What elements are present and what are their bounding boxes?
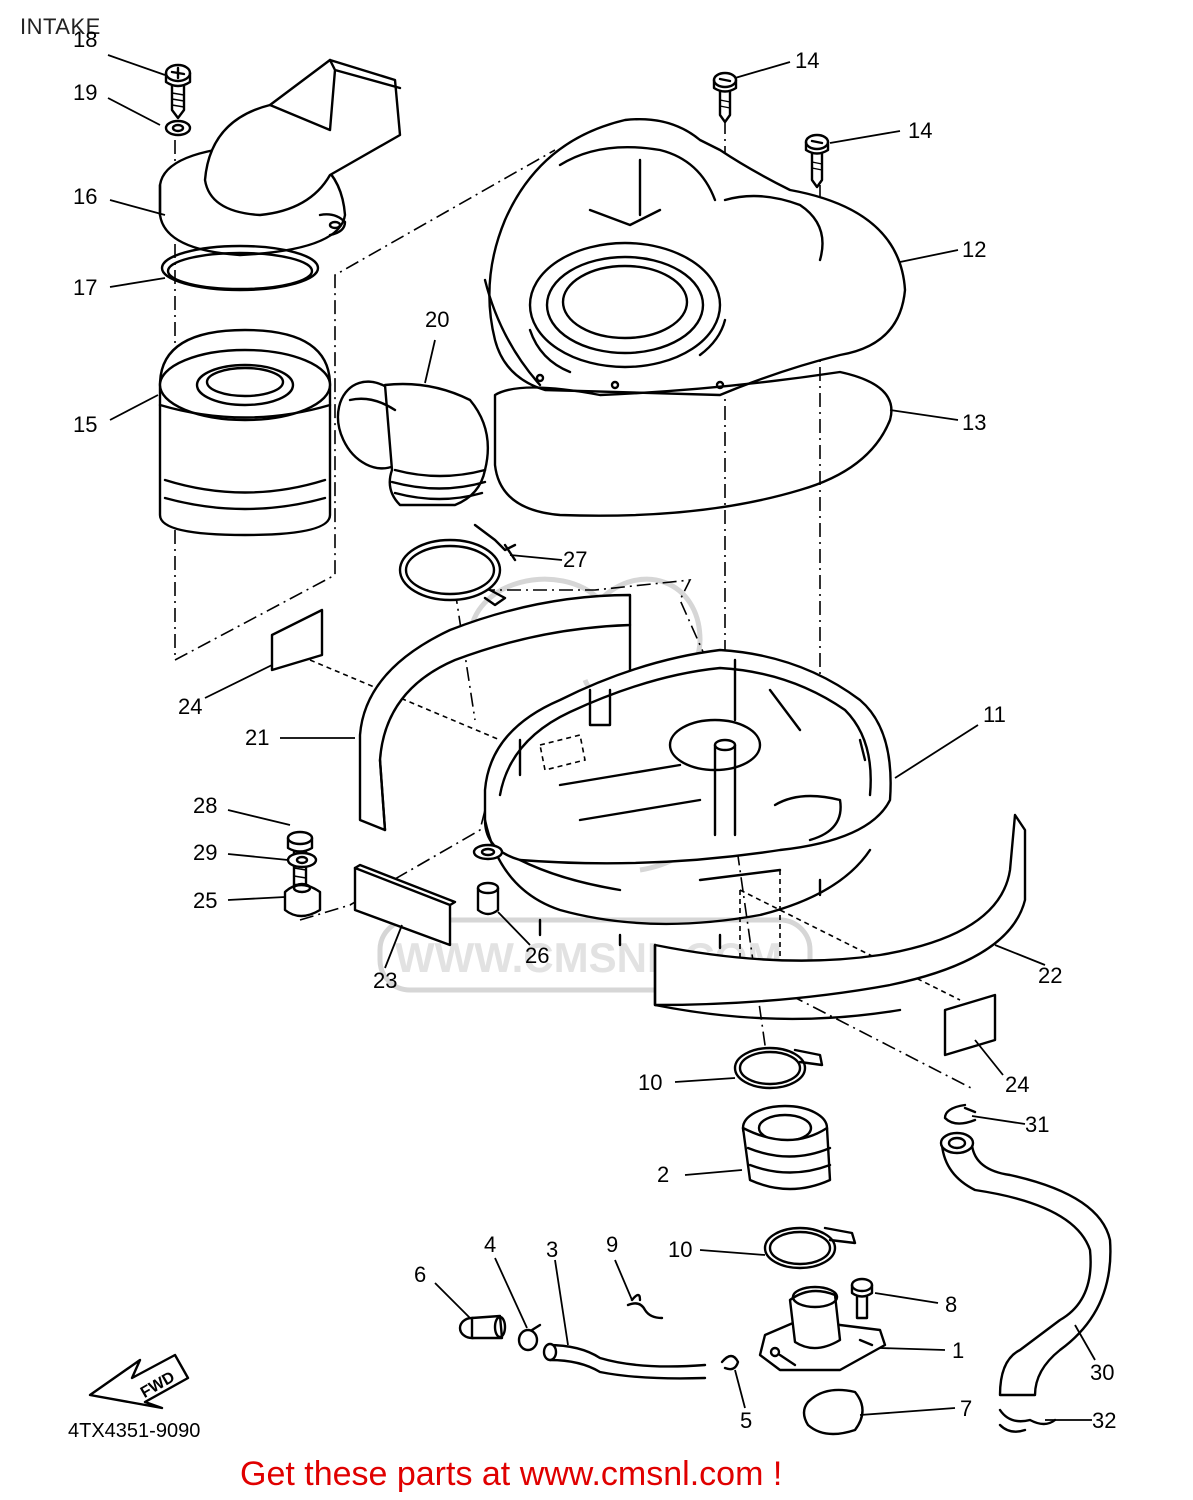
part-label-8: 8: [945, 1292, 957, 1317]
part-label-5: 5: [740, 1408, 752, 1433]
part-label-20: 20: [425, 307, 449, 332]
clamp-10a-icon: [733, 1046, 824, 1090]
part-label-32: 32: [1092, 1408, 1116, 1433]
part-label-30: 30: [1090, 1360, 1114, 1385]
screw-8-icon: [850, 1277, 874, 1320]
screw-14a-icon: [712, 71, 738, 124]
part-label-4: 4: [484, 1232, 496, 1257]
part-label-9: 9: [606, 1232, 618, 1257]
part-label-22: 22: [1038, 963, 1062, 988]
part-label-19: 19: [73, 80, 97, 105]
case-cap-12-icon: [483, 118, 907, 397]
grommet-25-icon: [283, 882, 322, 918]
part-label-11: 11: [983, 702, 1006, 727]
manifold-1-icon: [758, 1285, 887, 1372]
clip-9-icon: [626, 1293, 664, 1320]
forward-arrow-icon: FWD: [88, 1353, 190, 1410]
joint-20-icon: [336, 380, 489, 507]
part-label-14: 14: [908, 118, 932, 143]
part-label-29: 29: [193, 840, 217, 865]
collar-26-icon: [472, 843, 504, 916]
screw-14b-icon: [804, 133, 830, 189]
part-label-3: 3: [546, 1237, 558, 1262]
part-label-14: 14: [795, 48, 819, 73]
part-label-6: 6: [414, 1262, 426, 1287]
part-label-1: 1: [952, 1338, 964, 1363]
clip-32-icon: [998, 1408, 1057, 1433]
o-ring-17-icon: [160, 244, 320, 292]
seal-13-icon: [493, 370, 893, 517]
pad-24a-icon: [270, 608, 324, 672]
part-label-7: 7: [960, 1396, 972, 1421]
part-label-27: 27: [563, 547, 587, 572]
foam-strip-21-icon: [358, 593, 632, 832]
part-label-18: 18: [73, 27, 97, 52]
part-label-2: 2: [657, 1162, 669, 1187]
part-label-12: 12: [962, 237, 986, 262]
pad-23-icon: [353, 863, 457, 947]
air-filter-15-icon: [158, 328, 332, 537]
part-label-24: 24: [1005, 1072, 1029, 1097]
clamp-27-icon: [398, 523, 517, 607]
carburetor-joint-2-icon: [741, 1104, 832, 1191]
part-labels: 18 19 16 17 15 14 14 12 20 13 27 24 21 1…: [73, 27, 1116, 1433]
part-label-16: 16: [73, 184, 97, 209]
air-filter-case-11-icon: [483, 648, 892, 950]
part-label-28: 28: [193, 793, 217, 818]
part-label-21: 21: [245, 725, 269, 750]
part-label-24: 24: [178, 694, 202, 719]
promo-link-text[interactable]: Get these parts at www.cmsnl.com !: [240, 1455, 783, 1493]
part-label-15: 15: [73, 412, 97, 437]
o-ring-7-icon: [802, 1388, 864, 1436]
pad-24b-icon: [943, 993, 997, 1057]
foam-strip-22-icon: [653, 813, 1027, 1021]
clamp-10b-icon: [763, 1226, 857, 1270]
leader-lines: [107, 54, 1096, 1421]
part-label-13: 13: [962, 410, 986, 435]
clip-5-icon: [720, 1354, 740, 1371]
part-label-25: 25: [193, 888, 217, 913]
breather-hose-30-icon: [939, 1131, 1112, 1397]
intake-duct-16-icon: [158, 58, 402, 257]
diagram-title: INTAKE: [20, 14, 101, 39]
part-label-10: 10: [668, 1237, 692, 1262]
part-label-31: 31: [1025, 1112, 1049, 1137]
part-label-10: 10: [638, 1070, 662, 1095]
part-label-23: 23: [373, 968, 397, 993]
washer-29-icon: [286, 851, 318, 869]
clip-4-icon: [517, 1323, 542, 1352]
fitting-6-icon: [458, 1314, 507, 1340]
hose-3-icon: [542, 1342, 707, 1380]
part-label-17: 17: [73, 275, 97, 300]
clip-31-icon: [943, 1103, 977, 1125]
washer-19-icon: [164, 119, 192, 137]
screw-18-icon: [164, 63, 192, 120]
document-number: 4TX4351-9090: [68, 1420, 201, 1442]
part-label-26: 26: [525, 943, 549, 968]
